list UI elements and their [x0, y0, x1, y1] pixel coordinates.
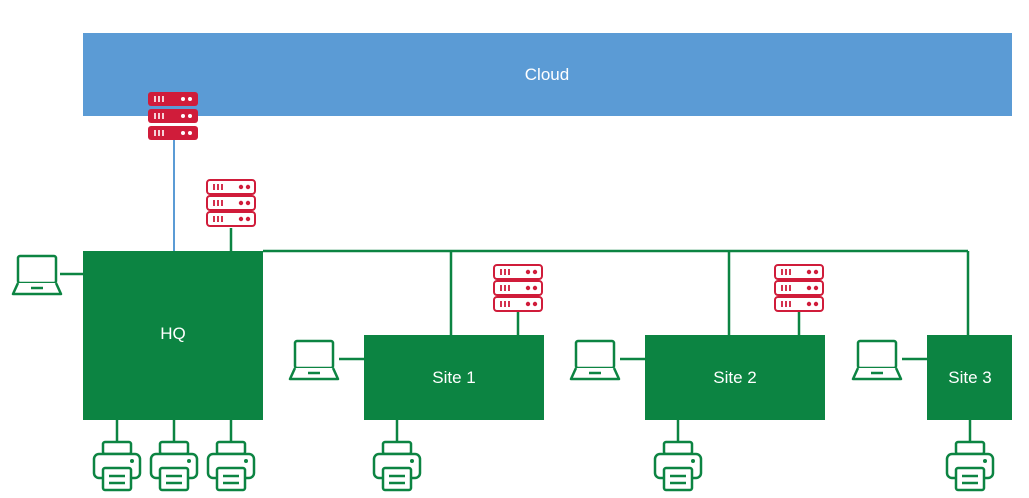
site-1-server-icon: [493, 264, 543, 312]
network-backbone: [60, 228, 972, 441]
site-2-printer-icon: [653, 440, 703, 492]
site-3-label: Site 3: [948, 368, 991, 387]
site-3-laptop-icon: [851, 339, 903, 381]
hq-printer-2-icon: [149, 440, 199, 492]
site-3-box: [927, 335, 1012, 420]
cloud-region: [83, 33, 1012, 116]
site-2-server-icon: [774, 264, 824, 312]
site-1-label: Site 1: [432, 368, 475, 387]
hq-printer-3-icon: [206, 440, 256, 492]
site-1-laptop-icon: [288, 339, 340, 381]
site-1-box: [364, 335, 544, 420]
site-1-printer-icon: [372, 440, 422, 492]
hq-printer-1-icon: [92, 440, 142, 492]
cloud-server-icon: [147, 91, 199, 141]
cloud-label: Cloud: [525, 65, 569, 84]
hq-server-icon: [206, 179, 256, 227]
site-2-laptop-icon: [569, 339, 621, 381]
site-2-box: [645, 335, 825, 420]
hq-laptop-icon: [11, 254, 63, 296]
hq-label: HQ: [160, 324, 186, 343]
site-2-label: Site 2: [713, 368, 756, 387]
hq-box: [83, 251, 263, 420]
site-3-printer-icon: [945, 440, 995, 492]
